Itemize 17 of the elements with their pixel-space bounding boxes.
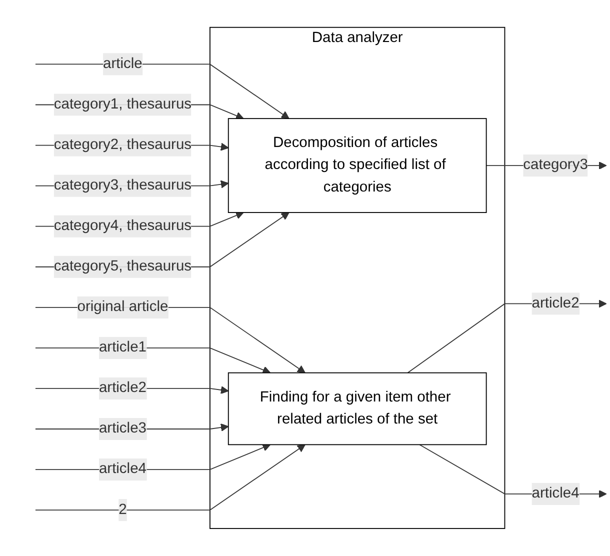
edge-label: category5, thesaurus xyxy=(54,258,192,274)
edge-label: article2 xyxy=(532,295,580,312)
node-box: Finding for a given item other related articles of the set xyxy=(228,372,487,446)
edge-label: article1 xyxy=(98,340,146,356)
edge-label: original article xyxy=(77,299,168,315)
edge-label: article4 xyxy=(98,461,146,477)
edge-label: category3 xyxy=(523,157,588,173)
edge-label: category3, thesaurus xyxy=(54,178,192,194)
edge-label: article3 xyxy=(98,420,146,436)
edge-label: category1, thesaurus xyxy=(54,96,192,112)
node-box: Decomposition of articles according to specified list of categories xyxy=(228,118,487,214)
edge-label: category2, thesaurus xyxy=(54,137,192,153)
edge-label: article4 xyxy=(532,486,580,502)
edge-label: 2 xyxy=(118,502,127,518)
edge-label: article xyxy=(103,56,142,72)
edge-label: category4, thesaurus xyxy=(54,218,192,234)
edge-label: article2 xyxy=(98,380,146,396)
